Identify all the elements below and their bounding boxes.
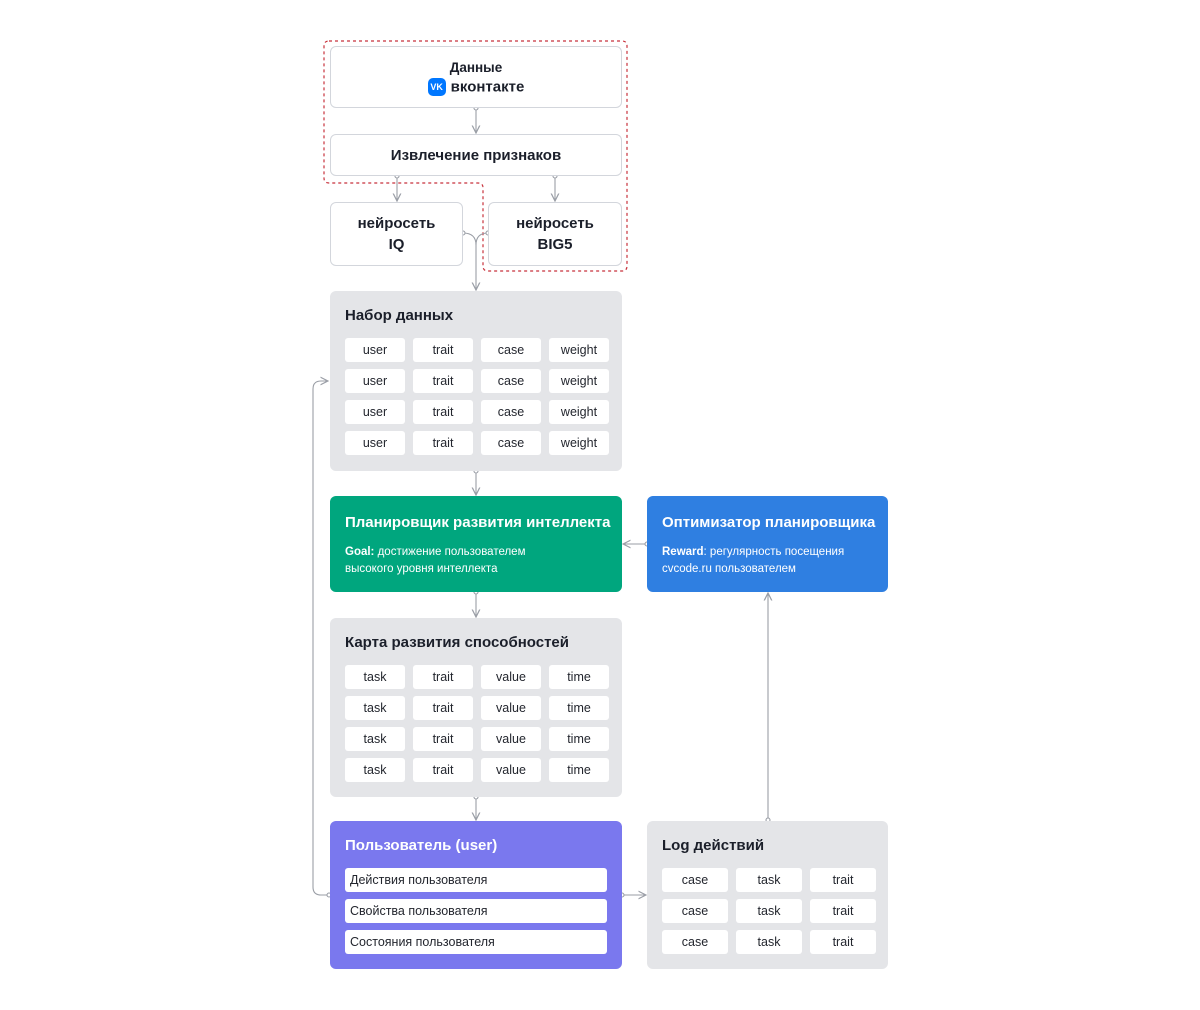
dataset-cell: case	[481, 431, 541, 455]
log-cell: case	[662, 868, 728, 892]
optimizer-reward-line1: : регулярность посещения	[703, 546, 845, 558]
vk-brand-name: вконтакте	[450, 78, 525, 96]
dataset-cell: trait	[413, 400, 473, 424]
ability-map-title: Карта развития способностей	[345, 634, 569, 651]
planner-title: Планировщик развития интеллекта	[345, 514, 611, 531]
user-item-properties: Свойства пользователя	[345, 899, 607, 923]
log-cell: trait	[810, 868, 876, 892]
ability-map-cell: value	[481, 727, 541, 751]
ability-map-cell: time	[549, 696, 609, 720]
dataset-title: Набор данных	[345, 307, 454, 324]
log-cell: task	[736, 930, 802, 954]
optimizer-reward-line2: cvcode.ru пользователем	[662, 563, 796, 575]
log-cell: case	[662, 899, 728, 923]
dataset-cell: case	[481, 338, 541, 362]
data-source-title: Данные	[449, 60, 503, 75]
dataset-cell: trait	[413, 369, 473, 393]
optimizer-title: Оптимизатор планировщика	[662, 514, 876, 531]
dataset-cell: user	[345, 431, 405, 455]
ability-map-cell: trait	[413, 727, 473, 751]
dataset-cell: user	[345, 369, 405, 393]
nn-iq-line1: нейросеть	[357, 215, 436, 232]
ability-map-cell: value	[481, 696, 541, 720]
user-box: Пользователь (user) Действия пользовател…	[330, 821, 622, 969]
planner-goal-label: Goal:	[345, 546, 375, 558]
dataset-cell: weight	[549, 369, 609, 393]
optimizer-box: Оптимизатор планировщика Reward: регуляр…	[647, 496, 888, 592]
log-cell: task	[736, 868, 802, 892]
dataset-cell: case	[481, 400, 541, 424]
nn-iq-box: нейросеть IQ	[330, 202, 463, 266]
ability-map-cell: time	[549, 727, 609, 751]
planner-goal-line1: достижение пользователем	[374, 546, 526, 558]
ability-map-cell: value	[481, 665, 541, 689]
dataset-panel: Набор данных user trait case weight user…	[330, 291, 622, 471]
user-items: Действия пользователя Свойства пользоват…	[345, 868, 607, 961]
arrow-user-to-dataset-loop	[312, 381, 329, 896]
log-cell: trait	[810, 930, 876, 954]
dataset-cell: weight	[549, 338, 609, 362]
ability-map-cell: time	[549, 758, 609, 782]
dataset-cell: user	[345, 400, 405, 424]
dataset-cell: weight	[549, 400, 609, 424]
optimizer-reward-label: Reward	[662, 546, 704, 558]
ability-map-cell: task	[345, 665, 405, 689]
ability-map-cell: task	[345, 696, 405, 720]
ability-map-panel: Карта развития способностей task trait v…	[330, 618, 622, 797]
dataset-cell: trait	[413, 338, 473, 362]
log-title: Log действий	[662, 837, 765, 854]
arrow-iq-to-dataset	[462, 232, 476, 290]
nn-big5-box: нейросеть BIG5	[488, 202, 622, 266]
nn-big5-line2: BIG5	[537, 236, 573, 253]
log-panel: Log действий case task trait case task t…	[647, 821, 888, 969]
ability-map-cell: value	[481, 758, 541, 782]
log-table: case task trait case task trait case tas…	[662, 868, 876, 954]
planner-box: Планировщик развития интеллекта Goal: до…	[330, 496, 622, 592]
user-item-actions: Действия пользователя	[345, 868, 607, 892]
ability-map-cell: task	[345, 727, 405, 751]
ability-map-cell: trait	[413, 665, 473, 689]
feature-extraction-box: Извлечение признаков	[330, 134, 622, 176]
ability-map-cell: trait	[413, 696, 473, 720]
log-cell: task	[736, 899, 802, 923]
user-item-states: Состояния пользователя	[345, 930, 607, 954]
optimizer-reward: Reward: регулярность посещения cvcode.ru…	[662, 544, 844, 578]
planner-goal: Goal: достижение пользователем высокого …	[345, 544, 526, 578]
ability-map-cell: time	[549, 665, 609, 689]
dataset-table: user trait case weight user trait case w…	[345, 338, 609, 455]
log-cell: case	[662, 930, 728, 954]
dataset-cell: user	[345, 338, 405, 362]
dataset-cell: case	[481, 369, 541, 393]
ability-map-table: task trait value time task trait value t…	[345, 665, 609, 782]
ability-map-cell: trait	[413, 758, 473, 782]
dataset-cell: trait	[413, 431, 473, 455]
nn-big5-line1: нейросеть	[516, 215, 594, 232]
arrow-big5-join	[475, 232, 489, 246]
dataset-cell: weight	[549, 431, 609, 455]
feature-extraction-label: Извлечение признаков	[390, 147, 562, 164]
vk-logo-icon: VK	[427, 78, 446, 96]
log-cell: trait	[810, 899, 876, 923]
ability-map-cell: task	[345, 758, 405, 782]
user-title: Пользователь (user)	[345, 837, 498, 854]
planner-goal-line2: высокого уровня интеллекта	[345, 563, 498, 575]
nn-iq-line2: IQ	[388, 236, 405, 253]
